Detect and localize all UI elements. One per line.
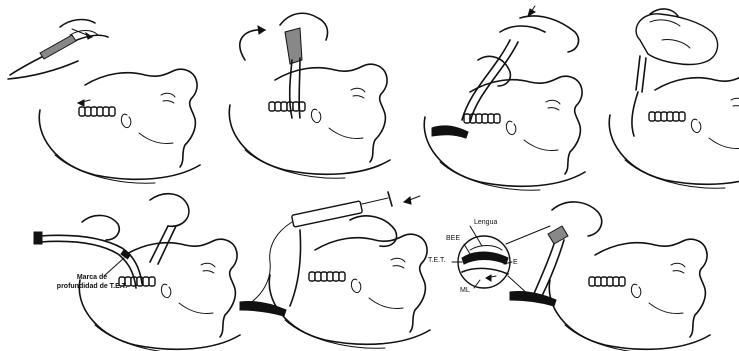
panel-3-tube-with-stylet [424,6,585,190]
panel-7-anatomy-detail: Lengua BEE T.E.T. E ML [428,202,710,351]
panel-6-syringe-cuff-inflation [240,192,430,348]
panel-2-blade-advance [229,13,390,178]
panel-5-depth-mark: Marca de profundidad de T.E.T. [34,194,240,351]
label-e: E [513,259,518,266]
label-tet: T.E.T. [428,257,446,264]
panel-4-bag-ventilation [609,9,739,188]
panel-1-laryngoscope-insertion [8,20,200,184]
label-ml: ML [460,287,470,294]
label-marca-de: Marca de [77,274,107,281]
label-lengua: Lengua [474,219,497,226]
label-bee: BEE [446,235,460,242]
label-profundidad-tet: profundidad de T.E.T. [57,283,127,290]
